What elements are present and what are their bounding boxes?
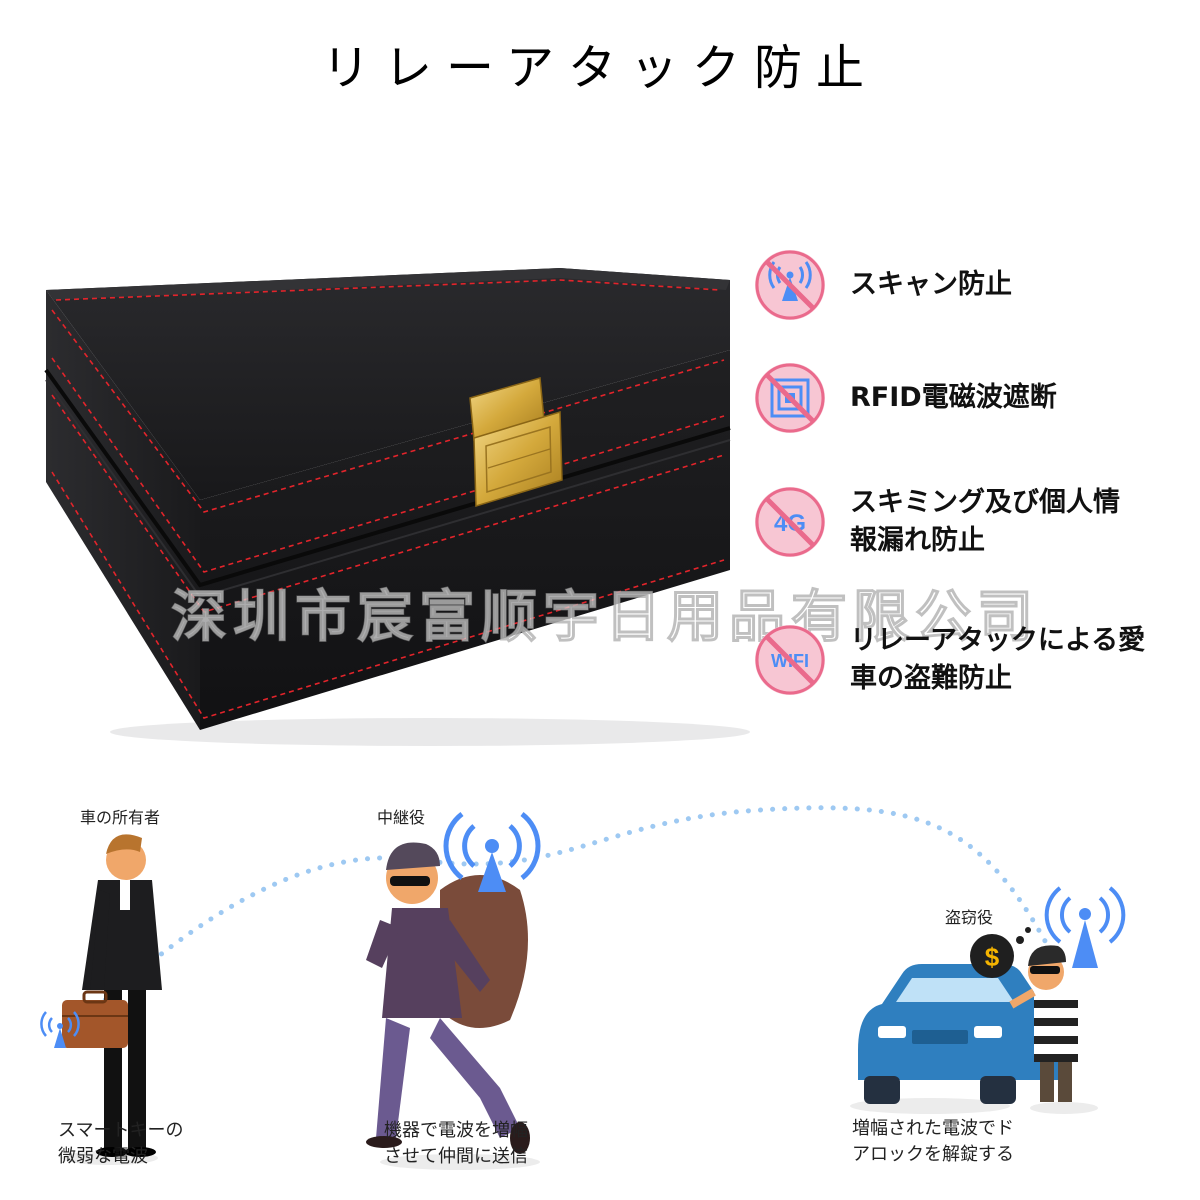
signal-blocked-icon (755, 250, 825, 320)
feature-label: リレーアタックによる愛 車の盗難防止 (850, 625, 1146, 694)
feature-rfid-block: RFID電磁波遮断 (752, 360, 1057, 436)
car-thief-figure (1009, 945, 1098, 1114)
owner-figure (62, 834, 162, 1165)
svg-text:$: $ (985, 942, 1000, 972)
company-watermark: 深圳市宸富顺宇日用品有限公司 (170, 584, 1039, 650)
feature-relay-theft-prevention: WIFI リレーアタックによる愛 車の盗難防止 (752, 622, 1145, 698)
relay-caption: 機器で電波を増幅 させて仲間に送信 (384, 1120, 528, 1167)
feature-label: スキミング及び個人情 報漏れ防止 (850, 487, 1120, 556)
thief-signal-icon (1044, 886, 1126, 968)
thief-label: 盗窃役 (945, 908, 994, 927)
car-figure (850, 964, 1066, 1114)
feature-scan-prevention: スキャン防止 (752, 247, 1012, 323)
relay-attack-illustration: $ (40, 805, 1126, 1170)
feature-label: スキャン防止 (850, 269, 1012, 300)
wifi-blocked-icon: WIFI (755, 625, 825, 695)
4g-blocked-icon: 4G (755, 487, 825, 557)
relay-label: 中継役 (377, 808, 426, 827)
relay-thief-figure (366, 842, 540, 1170)
rfid-chip-blocked-icon (755, 363, 825, 433)
thief-caption: 増幅された電波でド アロックを解錠する (852, 1118, 1014, 1165)
dollar-thought-bubble-icon: $ (970, 927, 1031, 978)
page-title: リレーアタック防止 (321, 40, 879, 96)
feature-skimming-prevention: 4G スキミング及び個人情 報漏れ防止 (752, 484, 1120, 560)
relay-signal-icon (443, 812, 541, 892)
owner-caption: スマートキーの 微弱な電波 (58, 1120, 184, 1167)
feature-label: RFID電磁波遮断 (850, 382, 1057, 413)
smart-key-signal-icon (40, 1011, 80, 1048)
rfid-shield-box-image (44, 268, 750, 746)
owner-label: 車の所有者 (80, 808, 161, 827)
